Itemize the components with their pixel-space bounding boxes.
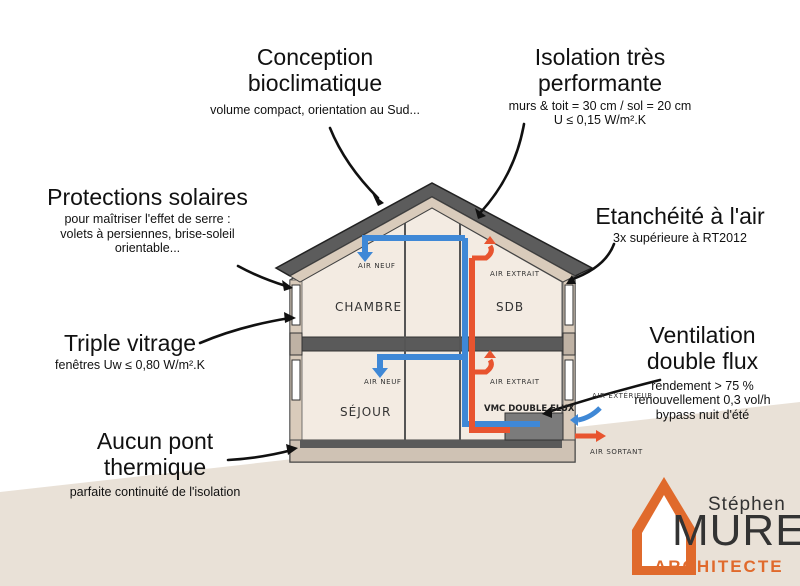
air-extrait-trunk xyxy=(469,258,510,433)
air-neuf-bottom-label: AIR NEUF xyxy=(364,378,402,386)
arrow-pont xyxy=(226,448,294,462)
ventilation-subtitle-1: rendement > 75 % xyxy=(651,378,754,393)
air-neuf-top-label: AIR NEUF xyxy=(358,262,396,270)
arrow-conception xyxy=(328,126,380,200)
air-neuf-bottom-arrow xyxy=(372,368,388,378)
logo-first-name: Stéphen xyxy=(708,494,786,515)
callout-ventilation: Ventilation double flux rendement > 75 %… xyxy=(605,322,800,422)
conception-title-1: Conception xyxy=(256,44,374,70)
vmc-label: VMC DOUBLE FLUX xyxy=(484,404,575,414)
conception-subtitle: volume compact, orientation au Sud... xyxy=(210,102,420,117)
callout-pont: Aucun pont thermique parfaite continuité… xyxy=(40,428,270,499)
arrowhead-pont xyxy=(286,444,298,455)
air-extrait-top-label: AIR EXTRAIT xyxy=(490,270,540,278)
air-exterieur-arrow xyxy=(570,414,578,426)
room-chambre: CHAMBRE xyxy=(335,300,403,314)
vitrage-title: Triple vitrage xyxy=(63,330,197,356)
air-exterieur-flow xyxy=(577,406,602,423)
room-sejour: SÉJOUR xyxy=(340,405,392,419)
callout-vitrage: Triple vitrage fenêtres Uw ≤ 0,80 W/m².K xyxy=(30,330,230,373)
room-sdb: SDB xyxy=(496,300,525,314)
ventilation-title-1: Ventilation xyxy=(649,322,756,348)
air-extrait-top-branch xyxy=(472,244,494,261)
ventilation-title-2: double flux xyxy=(646,348,759,375)
ventilation-subtitle-2: renouvellement 0,3 vol/h xyxy=(634,393,771,408)
air-neuf-top-duct xyxy=(362,235,465,252)
air-exterieur-label: AIR EXTÉRIEUR xyxy=(592,392,653,400)
air-extrait-bottom-branch xyxy=(472,358,494,375)
callout-isolation: Isolation très performante murs & toit =… xyxy=(480,44,720,128)
arrow-vitrage xyxy=(198,316,292,345)
protections-subtitle-1: pour maîtriser l'effet de serre : xyxy=(64,212,231,227)
etancheite-title: Etanchéité à l'air xyxy=(595,203,765,229)
ventilation-subtitle-3: bypass nuit d'été xyxy=(655,407,750,422)
arrow-protections xyxy=(236,264,288,288)
isolation-subtitle-1: murs & toit = 30 cm / sol = 20 cm xyxy=(508,98,692,113)
logo-house-inner xyxy=(642,495,686,566)
arrowhead-vitrage xyxy=(284,312,296,323)
pont-subtitle: parfaite continuité de l'isolation xyxy=(69,484,241,499)
pont-title-1: Aucun pont xyxy=(96,428,214,454)
isolation-title-1: Isolation très xyxy=(534,44,666,70)
protections-title: Protections solaires xyxy=(47,184,248,210)
arrow-ventilation xyxy=(546,378,662,414)
house-walls xyxy=(289,195,576,463)
callout-conception: Conception bioclimatique volume compact,… xyxy=(190,44,440,117)
air-neuf-trunk xyxy=(462,238,540,427)
protections-subtitle-3: orientable... xyxy=(114,241,181,256)
conception-title-2: bioclimatique xyxy=(247,70,383,97)
arrow-isolation xyxy=(478,122,526,215)
air-neuf-bottom-duct xyxy=(377,354,465,368)
arrowhead-protections xyxy=(282,280,293,291)
logo-last-name: MURE xyxy=(672,506,800,555)
air-extrait-bottom-arrow xyxy=(484,350,496,358)
callout-protections: Protections solaires pour maîtriser l'ef… xyxy=(20,184,275,256)
arrowhead-conception xyxy=(372,193,384,206)
vitrage-subtitle: fenêtres Uw ≤ 0,80 W/m².K xyxy=(55,358,205,373)
arrowhead-etancheite xyxy=(566,275,576,284)
air-extrait-top-arrow xyxy=(484,236,496,244)
isolation-subtitle-2: U ≤ 0,15 W/m².K xyxy=(553,113,647,128)
logo-role: ARCHITECTE xyxy=(654,557,784,576)
isolation-title-2: performante xyxy=(537,70,662,97)
callout-etancheite: Etanchéité à l'air 3x supérieure à RT201… xyxy=(570,203,790,246)
air-sortant-arrow xyxy=(596,430,606,442)
arrow-etancheite xyxy=(568,242,616,282)
air-neuf-top-arrow xyxy=(357,252,373,262)
protections-subtitle-2: volets à persiennes, brise-soleil xyxy=(60,226,235,241)
pont-title-2: thermique xyxy=(103,454,207,481)
arrowhead-isolation xyxy=(475,208,486,219)
roof xyxy=(274,182,594,283)
air-extrait-bottom-label: AIR EXTRAIT xyxy=(490,378,540,386)
etancheite-subtitle: 3x supérieure à RT2012 xyxy=(613,231,747,246)
air-sortant-label: AIR SORTANT xyxy=(590,448,643,456)
arrowhead-ventilation xyxy=(542,406,552,418)
